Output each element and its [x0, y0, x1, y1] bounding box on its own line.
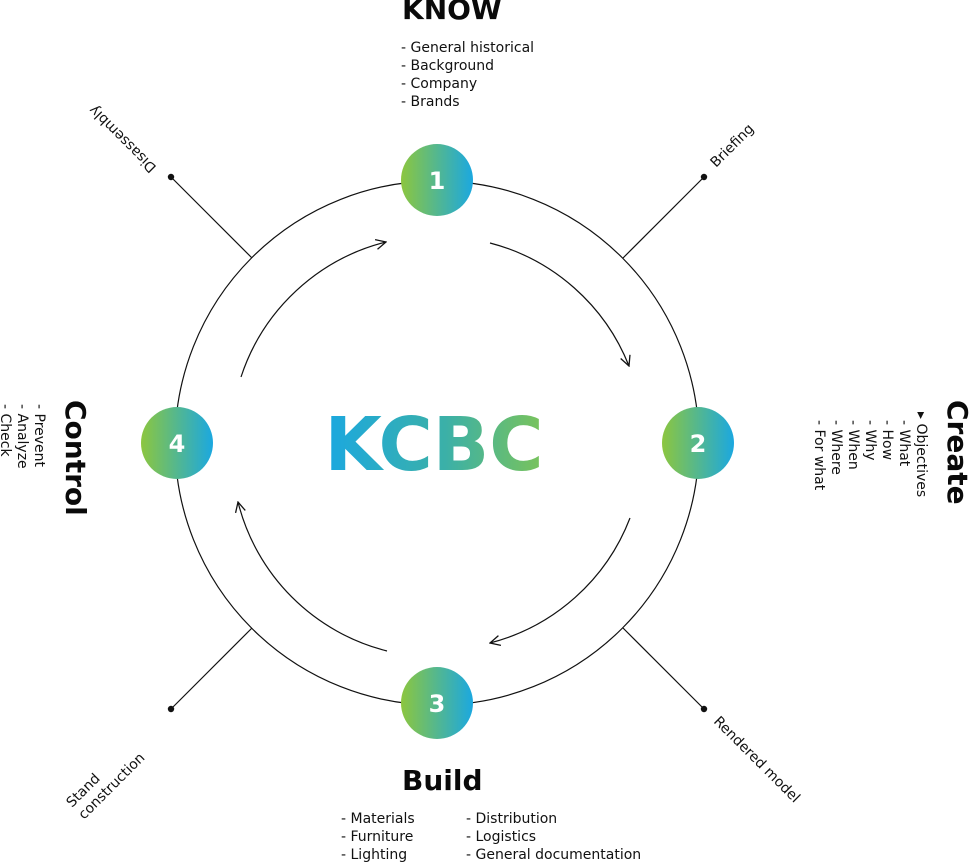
stage-2-item: - How: [879, 420, 895, 460]
stage-number-1: 1: [429, 167, 446, 195]
stage-1-item: - Background: [401, 58, 494, 74]
stage-1-item: - General historical: [401, 40, 534, 56]
flow-arrow-3-to-4: [238, 502, 388, 652]
stage-1-title: KNOW: [402, 0, 502, 26]
center-title: KCBC: [324, 402, 543, 488]
stage-2-item: - Why: [862, 420, 878, 461]
spoke-label-disassembly: Disassembly: [86, 102, 160, 176]
stage-node-1: 1: [401, 144, 473, 216]
stage-2-title: Create: [941, 400, 972, 505]
stage-2-item: ▸ Objectives: [913, 412, 929, 497]
stage-4-block: Control - Prevent - Analyze - Check: [0, 400, 92, 516]
stage-4-items: - Prevent - Analyze - Check: [0, 404, 47, 473]
spoke-top-right: Briefing: [622, 121, 758, 259]
stage-node-2: 2: [662, 407, 734, 479]
stage-node-4: 4: [141, 407, 213, 479]
stage-number-3: 3: [429, 690, 446, 718]
stage-4-title: Control: [59, 400, 92, 516]
stage-2-item: - When: [845, 420, 861, 470]
stage-3-item: - Logistics: [466, 829, 536, 845]
stage-node-3: 3: [401, 667, 473, 739]
stage-1-items: - General historical - Background - Comp…: [401, 40, 539, 110]
stage-4-item: - Prevent: [31, 404, 47, 468]
flow-arrow-1-to-2: [489, 242, 629, 366]
spoke-bottom-left: Stand construction: [64, 627, 253, 823]
spoke-bottom-right: Rendered model: [622, 627, 803, 807]
flow-arrow-2-to-3: [490, 517, 631, 643]
flow-arrow-4-to-1: [240, 242, 386, 378]
stage-3-block: Build - Materials - Furniture - Lighting…: [341, 764, 641, 862]
stage-number-2: 2: [690, 430, 707, 458]
stage-3-items-left: - Materials - Furniture - Lighting: [341, 811, 419, 862]
stage-3-item: - Furniture: [341, 829, 413, 845]
spoke-top-left: Disassembly: [86, 102, 253, 259]
stage-2-item: - What: [896, 420, 912, 467]
stage-4-item: - Analyze: [14, 404, 30, 469]
stage-1-item: - Company: [401, 76, 477, 92]
stage-2-block: Create ▸ Objectives - What - How - Why -…: [811, 400, 972, 505]
stage-3-title: Build: [402, 764, 483, 797]
spoke-label-rendered-model: Rendered model: [710, 714, 803, 807]
stage-3-item: - Distribution: [466, 811, 557, 827]
spoke-label-briefing: Briefing: [708, 121, 758, 171]
stage-3-item: - General documentation: [466, 847, 641, 862]
stage-4-item: - Check: [0, 404, 13, 457]
stage-2-item: - For what: [811, 420, 827, 491]
spoke-label-stand-construction: Stand construction: [64, 738, 149, 823]
stage-number-4: 4: [169, 430, 186, 458]
stage-3-item: - Materials: [341, 811, 415, 827]
stage-3-item: - Lighting: [341, 847, 407, 862]
stage-1-block: KNOW - General historical - Background -…: [401, 0, 539, 110]
stage-1-item: - Brands: [401, 94, 460, 110]
stage-2-items: ▸ Objectives - What - How - Why - When -…: [811, 412, 929, 502]
stage-2-item: - Where: [828, 420, 844, 475]
stage-3-items-right: - Distribution - Logistics - General doc…: [466, 811, 641, 862]
